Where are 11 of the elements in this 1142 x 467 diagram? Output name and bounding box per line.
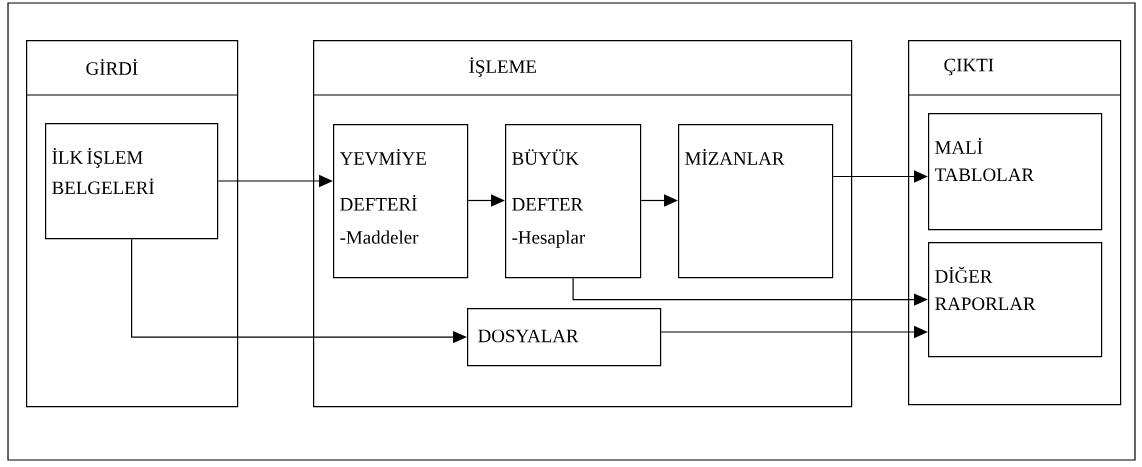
arrow (640, 194, 678, 207)
process-box: MİZANLAR (678, 124, 834, 279)
process-box: DİĞER RAPORLAR (928, 242, 1103, 358)
process-box: MALİ TABLOLAR (928, 113, 1103, 231)
arrow (832, 170, 928, 183)
arrow (572, 277, 928, 306)
process-box: DOSYALAR (467, 308, 662, 367)
process-box: BÜYÜK DEFTER -Hesaplar (505, 124, 642, 279)
process-box: YEVMİYE DEFTERİ -Maddeler (333, 124, 469, 279)
process-box: İLK İŞLEM BELGELERİ (45, 123, 219, 240)
arrow (467, 194, 505, 207)
